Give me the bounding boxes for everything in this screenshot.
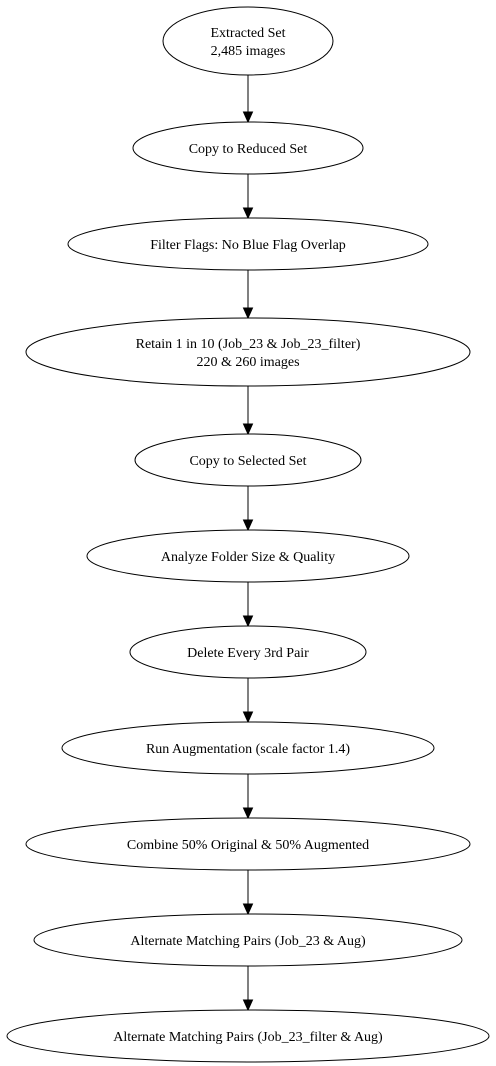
node-label: Alternate Matching Pairs (Job_23_filter … (113, 1030, 383, 1045)
node-alternate-pairs-job23: Alternate Matching Pairs (Job_23 & Aug) (33, 913, 463, 967)
node-filter-flags: Filter Flags: No Blue Flag Overlap (67, 217, 429, 271)
flowchart-edges (242, 75, 254, 1012)
node-ellipse (67, 217, 429, 271)
arrowhead-icon (242, 307, 254, 320)
edge-arrow (242, 270, 254, 320)
node-ellipse (25, 817, 471, 871)
edge-arrow (242, 486, 254, 532)
node-ellipse (162, 6, 334, 76)
node-label: Analyze Folder Size & Quality (161, 550, 335, 565)
arrowhead-icon (242, 903, 254, 916)
arrowhead-icon (242, 711, 254, 724)
edge-arrow (242, 582, 254, 628)
node-retain-1-in-10: Retain 1 in 10 (Job_23 & Job_23_filter) 2… (25, 317, 471, 387)
node-ellipse (129, 625, 367, 679)
node-label: Copy to Selected Set (189, 454, 306, 469)
node-ellipse (134, 433, 362, 487)
node-label: Combine 50% Original & 50% Augmented (127, 838, 369, 853)
node-label: Delete Every 3rd Pair (187, 646, 309, 661)
node-label: Run Augmentation (scale factor 1.4) (146, 742, 350, 757)
node-label: 2,485 images (211, 44, 286, 59)
edge-arrow (242, 678, 254, 724)
node-label: Retain 1 in 10 (Job_23 & Job_23_filter) (136, 337, 361, 352)
edge-arrow (242, 870, 254, 916)
node-label: Copy to Reduced Set (189, 142, 308, 157)
edge-arrow (242, 966, 254, 1012)
node-run-augmentation: Run Augmentation (scale factor 1.4) (61, 721, 435, 775)
edge-arrow (242, 774, 254, 820)
node-copy-to-selected-set: Copy to Selected Set (134, 433, 362, 487)
edge-arrow (242, 386, 254, 436)
node-copy-to-reduced-set: Copy to Reduced Set (132, 121, 364, 175)
arrowhead-icon (242, 423, 254, 436)
arrowhead-icon (242, 111, 254, 124)
node-ellipse (86, 529, 410, 583)
node-label: Extracted Set (210, 26, 285, 41)
arrowhead-icon (242, 807, 254, 820)
node-combine-original-augmented: Combine 50% Original & 50% Augmented (25, 817, 471, 871)
node-extracted-set: Extracted Set 2,485 images (162, 6, 334, 76)
arrowhead-icon (242, 999, 254, 1012)
node-alternate-pairs-job23-filter: Alternate Matching Pairs (Job_23_filter … (6, 1009, 490, 1063)
node-ellipse (33, 913, 463, 967)
arrowhead-icon (242, 207, 254, 220)
node-label: Alternate Matching Pairs (Job_23 & Aug) (130, 934, 366, 949)
node-ellipse (6, 1009, 490, 1063)
node-ellipse (132, 121, 364, 175)
node-delete-every-3rd-pair: Delete Every 3rd Pair (129, 625, 367, 679)
arrowhead-icon (242, 615, 254, 628)
edge-arrow (242, 174, 254, 220)
node-analyze-folder: Analyze Folder Size & Quality (86, 529, 410, 583)
node-label: 220 & 260 images (196, 355, 299, 370)
arrowhead-icon (242, 519, 254, 532)
node-ellipse (61, 721, 435, 775)
node-ellipse (25, 317, 471, 387)
edge-arrow (242, 75, 254, 124)
node-label: Filter Flags: No Blue Flag Overlap (150, 238, 346, 253)
